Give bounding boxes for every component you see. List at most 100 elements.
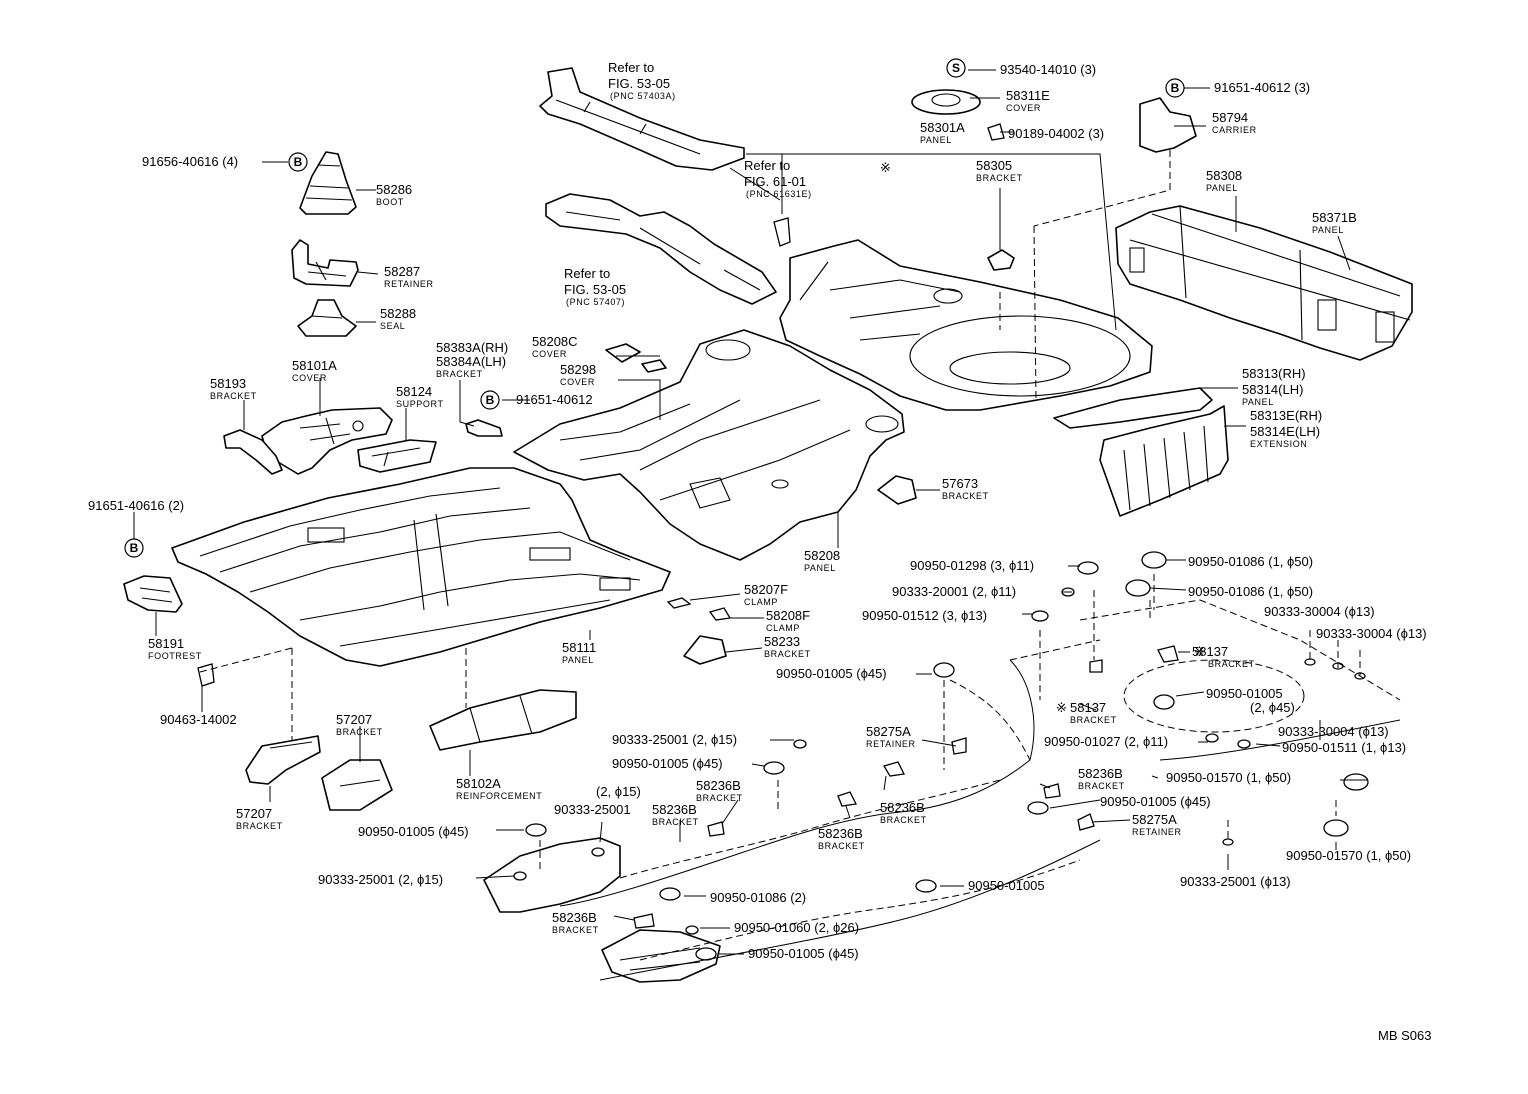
callout-part-number: 58236B (880, 800, 925, 815)
special-mark: ※ (1056, 700, 1067, 715)
special-mark: ※ (1194, 644, 1205, 659)
assembly-dashed-lines (199, 150, 1361, 870)
callout-part-number: 90950-01086 (1, ϕ50) (1188, 584, 1313, 599)
callout-part-name: SEAL (380, 321, 405, 331)
carrier-58794-part (1139, 97, 1197, 153)
ref-fig-61-01: Refer to FIG. 61-01 (PNC 61631E) (744, 158, 812, 199)
callout-part-number: 57207 (336, 712, 372, 727)
callout-part-name: COVER (292, 373, 327, 383)
callout-part-number: 58313E(RH) (1250, 408, 1322, 423)
callout-part-number: 90333-25001 (ϕ13) (1180, 874, 1291, 889)
callout-part-number: 90463-14002 (160, 712, 237, 727)
ref-fig-53-05-a: Refer to FIG. 53-05 (PNC 57403A) (608, 60, 675, 101)
callout-part-number: 57207 (236, 806, 272, 821)
callout-part-number: 58288 (380, 306, 416, 321)
callout-part-number: 90950-01005 (ϕ45) (776, 666, 887, 681)
bracket-57207-right-part (321, 759, 393, 811)
crossmember-57407-part (545, 193, 777, 305)
callout-part-number: 90950-01511 (1, ϕ13) (1282, 740, 1406, 755)
seal-58288-part (297, 299, 357, 337)
svg-text:Refer to: Refer to (608, 60, 654, 75)
callout-part-number: 58236B (652, 802, 697, 817)
callout-part-number: 90950-01298 (3, ϕ11) (910, 558, 1034, 573)
callout-part-name: SUPPORT (396, 399, 444, 409)
callout-part-number: 90950-01570 (1, ϕ50) (1286, 848, 1411, 863)
callout-part-number: 57673 (942, 476, 978, 491)
callout-part-number: 58301A (920, 120, 965, 135)
callout-part-name: PANEL (804, 563, 836, 573)
callout-part-number: 58384A(LH) (436, 354, 506, 369)
callout-part-number: 58236B (1078, 766, 1123, 781)
callout-part-number: 90333-30004 (ϕ13) (1316, 626, 1427, 641)
svg-text:(PNC 61631E): (PNC 61631E) (746, 189, 812, 199)
callout-part-number: 58794 (1212, 110, 1248, 125)
callout-part-number: 58371B (1312, 210, 1357, 225)
callout-part-number: 91651-40616 (2) (88, 498, 184, 513)
callout-part-number: 58313(RH) (1242, 366, 1306, 381)
callout-part-name: PANEL (1206, 183, 1238, 193)
extension-58313e-part (1099, 405, 1229, 517)
callout-part-number: 58101A (292, 358, 337, 373)
callout-part-number: 58275A (866, 724, 911, 739)
callout-part-name: COVER (532, 349, 567, 359)
callout-part-number: 90333-30004 (ϕ13) (1278, 724, 1389, 739)
callout-part-number: 58207F (744, 582, 788, 597)
callout-part-name: BRACKET (436, 369, 483, 379)
bracket-58305-part (987, 249, 1015, 271)
callout-part-number: 90333-25001 (2, ϕ15) (318, 872, 443, 887)
figure-code: MB S063 (1378, 1028, 1431, 1043)
callout-part-number: 91651-40612 (3) (1214, 80, 1310, 95)
callout-part-number: (2, ϕ15) (596, 784, 641, 799)
callout-part-name: BRACKET (652, 817, 699, 827)
callout-part-name: COVER (560, 377, 595, 387)
callout-part-number: 58137 (1192, 644, 1228, 659)
callout-part-name: FOOTREST (148, 651, 202, 661)
callout-part-number: 58311E (1006, 88, 1050, 103)
callout-part-number: 90950-01570 (1, ϕ50) (1166, 770, 1291, 785)
callout-part-number: 58208 (804, 548, 840, 563)
fastener-code-marks: B B B B S ※ (124, 58, 1185, 558)
callout-part-name: PANEL (1242, 397, 1274, 407)
callout-part-number: 90950-01086 (2) (710, 890, 806, 905)
callout-part-number: 58275A (1132, 812, 1177, 827)
bracket-58193-part (223, 429, 283, 475)
callout-part-name: BRACKET (236, 821, 283, 831)
callout-part-name: PANEL (562, 655, 594, 665)
callout-part-name: BRACKET (764, 649, 811, 659)
cover-58298-part (641, 359, 667, 373)
callout-part-number: 58305 (976, 158, 1012, 173)
underbody-outline (559, 599, 1401, 981)
callout-part-name: BRACKET (1208, 659, 1255, 669)
callout-part-name: BRACKET (976, 173, 1023, 183)
callout-part-number: 58111 (562, 640, 596, 655)
callout-part-name: RETAINER (1132, 827, 1182, 837)
callout-part-number: 58308 (1206, 168, 1242, 183)
callout-part-number: 58236B (552, 910, 597, 925)
callout-part-name: BOOT (376, 197, 404, 207)
callout-part-number: 90950-01086 (1, ϕ50) (1188, 554, 1313, 569)
callout-part-name: BRACKET (880, 815, 927, 825)
code-b-mark: B (486, 393, 495, 407)
footrest-58191-part (123, 575, 183, 613)
callout-part-number: 90333-30004 (ϕ13) (1264, 604, 1375, 619)
callout-part-name: CLAMP (766, 623, 800, 633)
cover-58101a-part (261, 407, 393, 475)
callout-part-number: 91656-40616 (4) (142, 154, 238, 169)
code-s-mark: S (952, 61, 960, 75)
svg-text:FIG. 53-05: FIG. 53-05 (608, 76, 670, 91)
callout-part-number: 93540-14010 (3) (1000, 62, 1096, 77)
callout-part-name: CARRIER (1212, 125, 1257, 135)
rear-panel-58308 (1115, 205, 1413, 361)
callout-part-name: BRACKET (336, 727, 383, 737)
code-b-mark: B (130, 541, 139, 555)
special-mark: ※ (880, 160, 891, 175)
callout-part-number: 90950-01005 (ϕ45) (1100, 794, 1211, 809)
svg-text:FIG. 61-01: FIG. 61-01 (744, 174, 806, 189)
cover-58208c-part (605, 343, 641, 363)
boot-58286-part (299, 151, 357, 215)
underbody-lower-panel (483, 837, 721, 983)
callout-part-name: BRACKET (1078, 781, 1125, 791)
bracket-58383a-part (465, 419, 503, 437)
bracket-57673-part (877, 475, 917, 505)
